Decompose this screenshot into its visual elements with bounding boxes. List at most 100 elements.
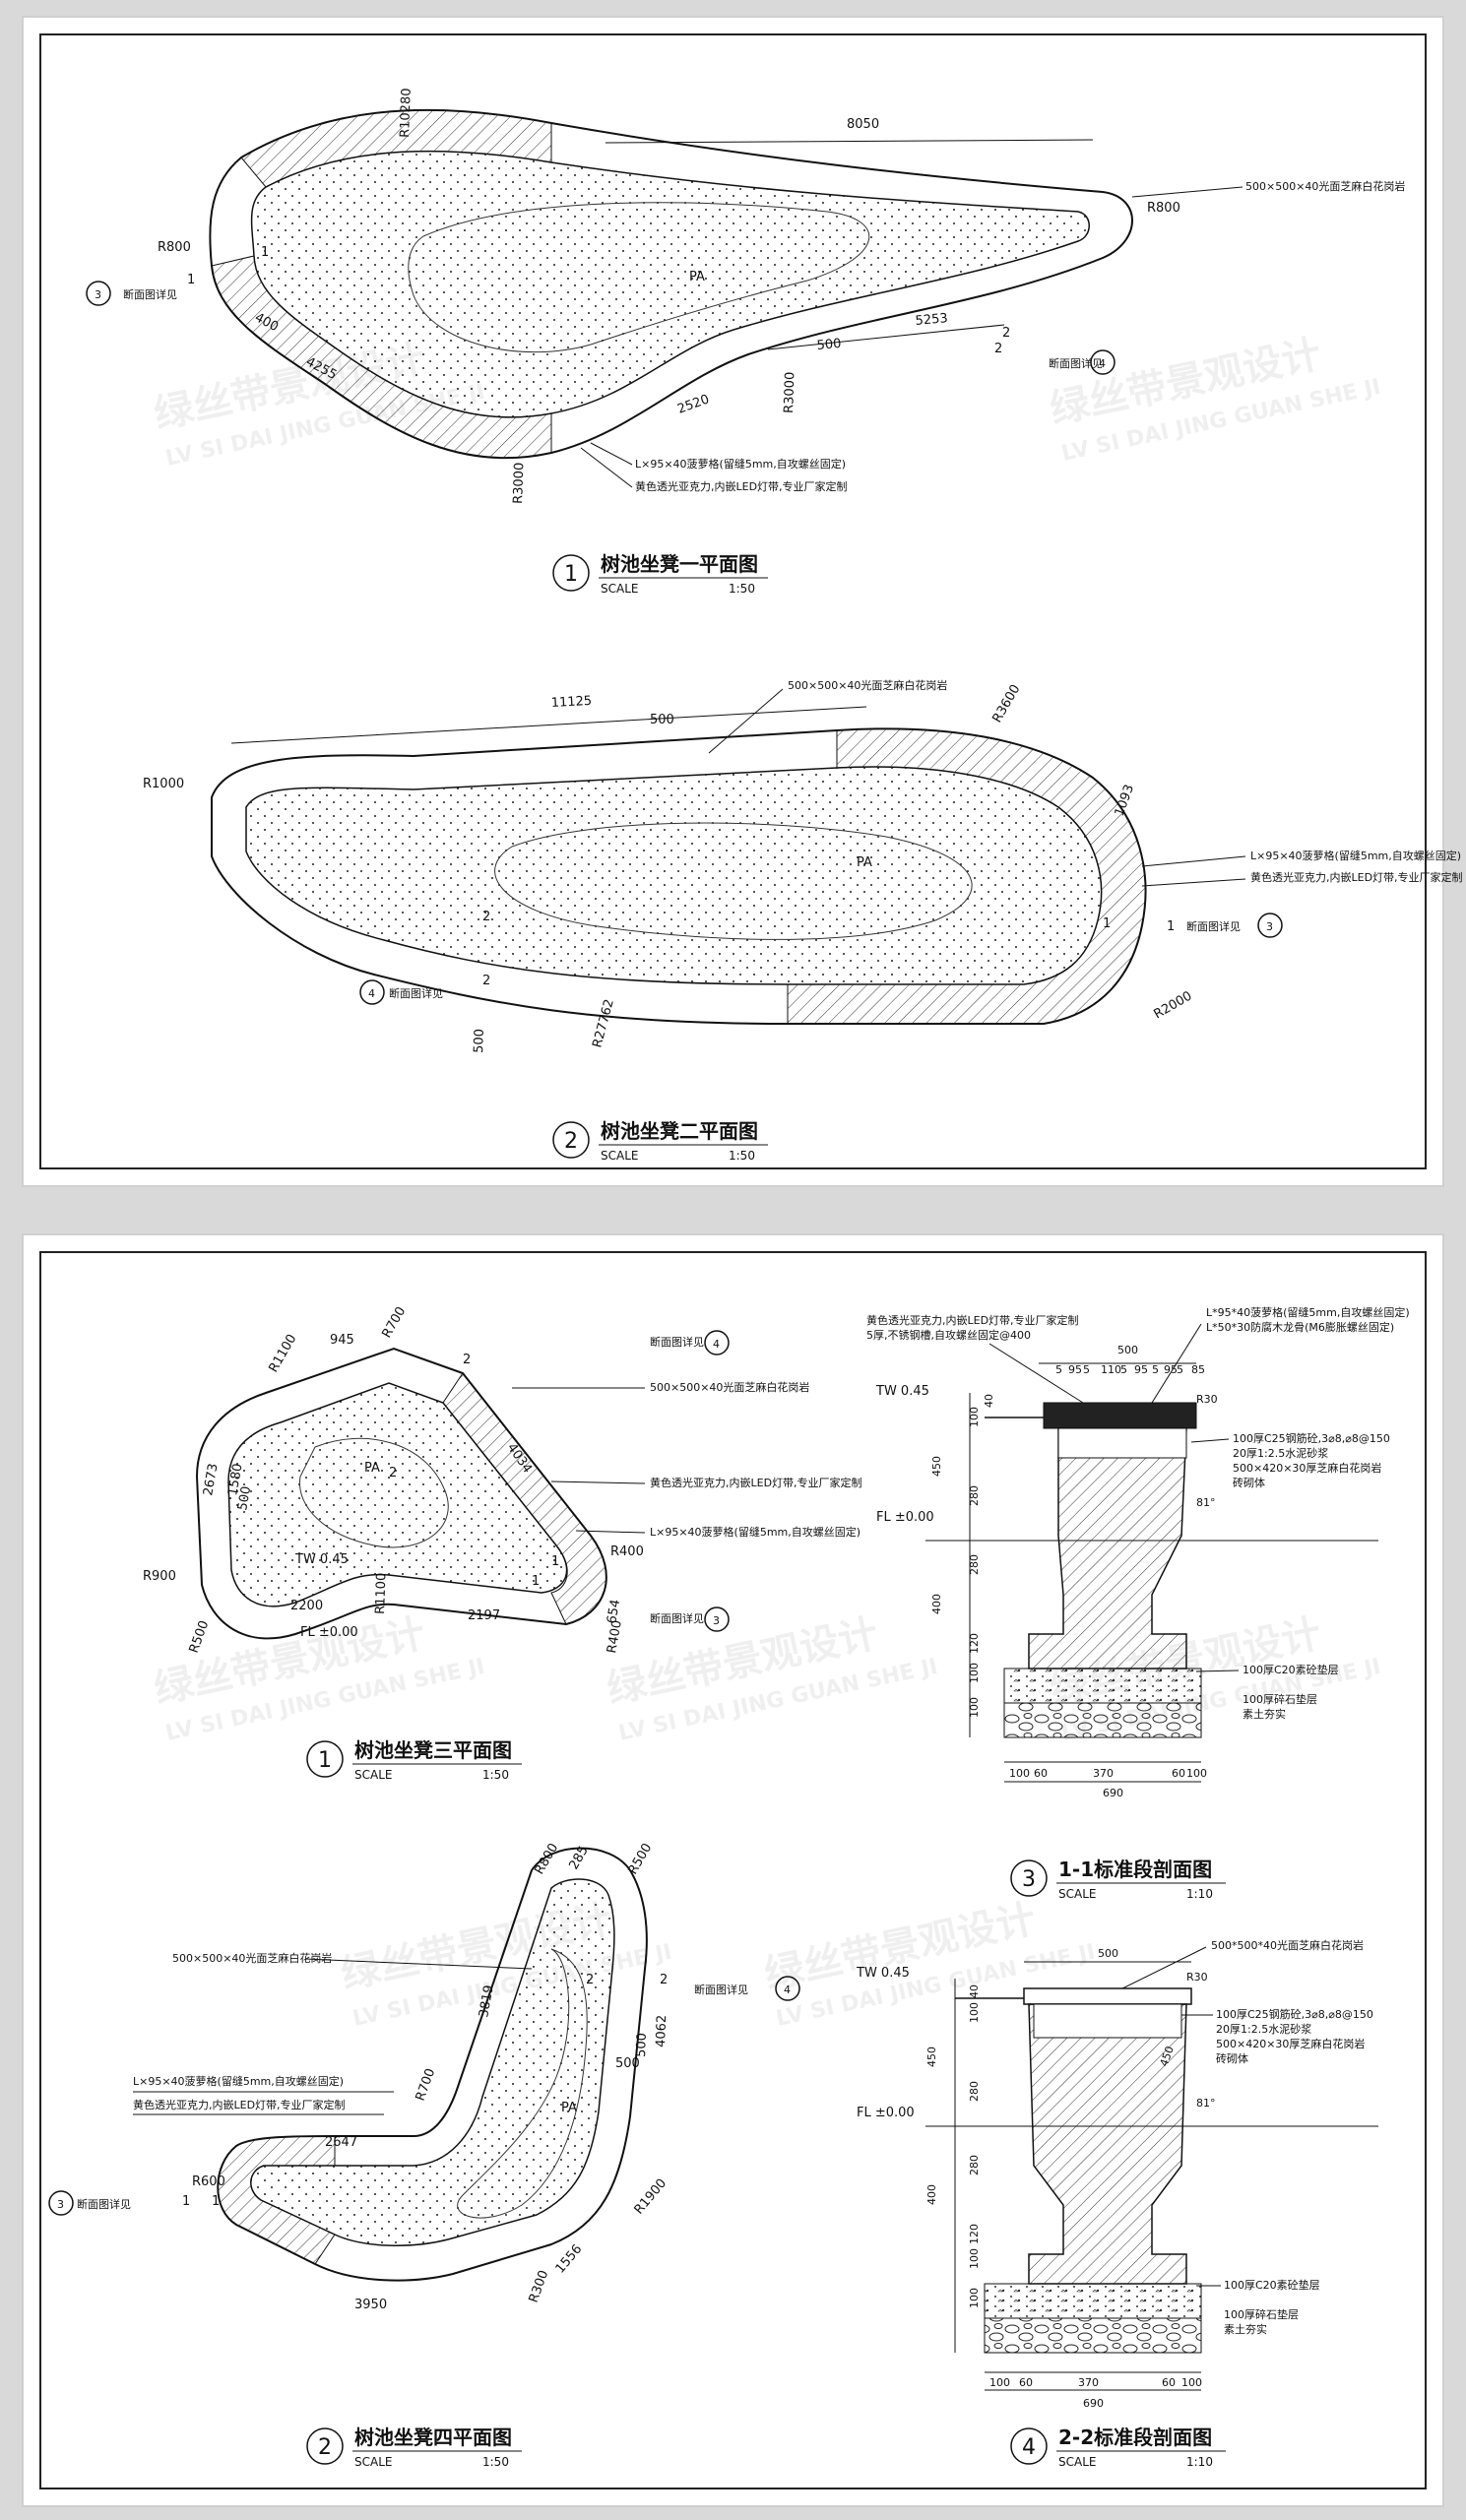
plan4-callout-label: 断面图详见 <box>77 2197 131 2211</box>
plan1-scale-value: 1:50 <box>729 582 755 596</box>
plan3-dim: R1100 <box>266 1332 299 1375</box>
plan1-callout-label: 断面图详见 <box>123 287 177 301</box>
plan4-note-wood: L×95×40菠萝格(留缝5mm,自攻螺丝固定) <box>133 2074 344 2088</box>
sec2-note: 素土夯实 <box>1224 2322 1267 2336</box>
plan1-callout-num: 3 <box>95 288 101 301</box>
sec2-side-dim: 400 <box>925 2184 938 2205</box>
plan3-dim: R400 <box>610 1544 644 1559</box>
plan3-scale-label: SCALE <box>354 1768 392 1782</box>
sec1-scale-label: SCALE <box>1058 1887 1096 1901</box>
sec1-angle: 81° <box>1196 1496 1216 1509</box>
plan2-title: 树池坐凳二平面图 <box>601 1119 758 1143</box>
plan2-dim: R3600 <box>989 682 1023 725</box>
sec1-title: 1-1标准段剖面图 <box>1058 1858 1212 1881</box>
plan3-dim: PA <box>364 1461 380 1476</box>
plan3-title-circle <box>306 1740 344 1778</box>
plan1-dim: R800 <box>158 240 191 255</box>
plan1-dim: 1 <box>261 245 269 260</box>
sec1-side-dim: 100 <box>968 1407 981 1427</box>
sec1-level-tw: TW 0.45 <box>875 1384 929 1399</box>
plan1-dim: 1 <box>187 273 195 287</box>
sec1-top-dim: 110 <box>1101 1363 1121 1376</box>
plan2-dim: 1 <box>1167 919 1175 934</box>
sec1-note: 砖砌体 <box>1233 1476 1265 1489</box>
plan2-dim: 11125 <box>550 694 592 711</box>
plan1-dim: 5253 <box>915 311 948 329</box>
plan3-dim: 2197 <box>468 1608 500 1623</box>
sec2-level-fl: FL ±0.00 <box>857 2106 915 2120</box>
plan1-leader <box>580 447 633 488</box>
plan3-dim: R500 <box>187 1618 213 1655</box>
plan2-callout-label: 断面图详见 <box>1186 919 1241 933</box>
plan-3 <box>195 1347 607 1640</box>
sec2-angle: R30 <box>1186 1971 1208 1984</box>
plan1-title-number: 1 <box>564 562 578 587</box>
sec1-note: L*50*30防腐木龙骨(M6膨胀螺丝固定) <box>1206 1320 1394 1334</box>
sec1-top-dim: 5 <box>1083 1363 1090 1376</box>
plan1-note-wood: L×95×40菠萝格(留缝5mm,自攻螺丝固定) <box>635 457 846 471</box>
sec2-side-dim: 120 <box>968 2224 981 2244</box>
plan1-dim: PA <box>689 270 705 284</box>
sec1-note: 5厚,不锈钢槽,自攻螺丝固定@400 <box>866 1328 1031 1342</box>
plan1-scale-label: SCALE <box>601 582 638 596</box>
plan4-dim: R1900 <box>632 2176 670 2218</box>
sec1-leader <box>1190 1438 1230 1443</box>
plan1-dim: 2 <box>1002 326 1010 341</box>
plan2-dim: 500 <box>650 713 674 727</box>
sec2-note: 砖砌体 <box>1216 2051 1248 2065</box>
sec1-note: 500×420×30厚芝麻白花岗岩 <box>1233 1461 1381 1475</box>
plan4-dim: 2 <box>586 1973 594 1987</box>
sec1-side-dim: 40 <box>983 1394 995 1408</box>
section-2-2 <box>925 1961 1378 2391</box>
plan3-leader <box>550 1480 646 1484</box>
plan2-callout-circle <box>359 979 385 1005</box>
sec2-bottom-dim: 100 <box>989 2376 1010 2389</box>
plan3-title: 树池坐凳三平面图 <box>354 1738 512 1762</box>
plan1-leader <box>590 442 633 466</box>
plan3-dim: 2200 <box>290 1599 323 1613</box>
sec1-note: 100厚C25钢筋砼,3⌀8,⌀8@150 <box>1233 1431 1390 1445</box>
plan3-dim: 654 <box>605 1599 623 1625</box>
sec2-scale-label: SCALE <box>1058 2455 1096 2469</box>
plan3-dim: FL ±0.00 <box>300 1625 358 1640</box>
plan3-dim: R700 <box>379 1304 409 1341</box>
plan3-dim: 1 <box>532 1574 540 1589</box>
sec1-bottom-dim: 100 <box>1009 1767 1030 1780</box>
plan3-scale-value: 1:50 <box>482 1768 509 1782</box>
sec1-leader <box>1151 1323 1202 1404</box>
sec2-side-dim: 100 <box>968 2248 981 2269</box>
plan4-scale-label: SCALE <box>354 2455 392 2469</box>
sec2-side-dim: 450 <box>925 2047 938 2067</box>
plan3-callout-circle <box>704 1606 730 1632</box>
plan1-dim: R800 <box>1147 201 1180 216</box>
plan2-note-led: 黄色透光亚克力,内嵌LED灯带,专业厂家定制 <box>1250 870 1463 884</box>
plan3-callout-label: 断面图详见 <box>650 1611 704 1625</box>
plan4-title-number: 2 <box>318 2435 332 2460</box>
plan2-callout-label: 断面图详见 <box>389 986 443 1000</box>
plan4-dim: 500 <box>615 2056 640 2071</box>
plan1-callout-num: 4 <box>1099 357 1106 370</box>
plan3-dim: R1100 <box>373 1573 389 1615</box>
plan2-dim: R2000 <box>1152 988 1195 1022</box>
plan1-callout-circle <box>86 281 111 306</box>
sec1-note: 黄色透光亚克力,内嵌LED灯带,专业厂家定制 <box>866 1313 1079 1327</box>
plan1-callout-label: 断面图详见 <box>1049 356 1103 370</box>
sec2-angle: 81° <box>1196 2097 1216 2110</box>
plan4-leader <box>304 1958 533 1970</box>
plan3-callout-num: 3 <box>713 1614 720 1627</box>
plan4-dim: PA <box>561 2101 577 2115</box>
sec1-bottom-dim: 690 <box>1103 1787 1123 1799</box>
plan1-note-led: 黄色透光亚克力,内嵌LED灯带,专业厂家定制 <box>635 479 848 493</box>
plan1-dim: R3000 <box>511 463 527 505</box>
sec1-note: 100厚碎石垫层 <box>1243 1692 1317 1706</box>
plan3-dim: 2673 <box>201 1462 222 1496</box>
plan3-note-wood: L×95×40菠萝格(留缝5mm,自攻螺丝固定) <box>650 1525 860 1539</box>
plan4-dim: R500 <box>625 1841 655 1877</box>
sec2-bottom-dim: 690 <box>1083 2397 1104 2410</box>
plan-2 <box>211 706 1147 1025</box>
plan4-dim: 2647 <box>325 2135 357 2150</box>
sec2-note: 100厚C25钢筋砼,3⌀8,⌀8@150 <box>1216 2007 1373 2021</box>
sec1-top-dim: 5 <box>1120 1363 1127 1376</box>
plan3-note-granite: 500×500×40光面芝麻白花岗岩 <box>650 1380 809 1394</box>
plan4-note-led: 黄色透光亚克力,内嵌LED灯带,专业厂家定制 <box>133 2098 346 2111</box>
